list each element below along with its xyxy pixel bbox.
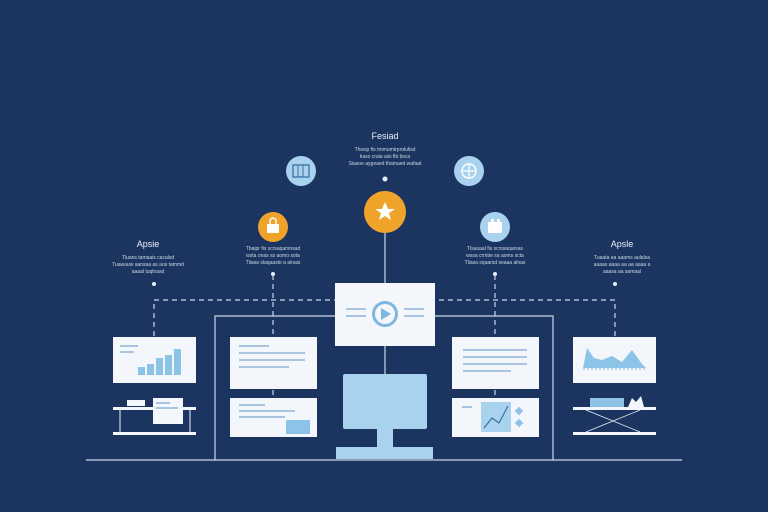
connector-right-frame xyxy=(434,315,554,460)
right-far-line-3: aaasa aa samaal xyxy=(602,269,642,275)
dashed-left xyxy=(153,299,335,336)
left-far-line-1: Tluans tamaais cacalsd xyxy=(121,255,175,261)
dot-center xyxy=(382,176,388,182)
bag-icon xyxy=(267,224,279,233)
left-desk xyxy=(113,398,196,435)
left-far-line-3: aaaal tuqlnasd xyxy=(131,269,165,275)
right-desk xyxy=(573,396,656,435)
connector-left-frame xyxy=(214,315,335,460)
right-far-title: Apsle xyxy=(610,239,634,249)
left-far-title: Apsie xyxy=(136,239,160,249)
left-far-line-2: Tuawauw aansaa as aos tammd xyxy=(112,262,184,268)
right-top-line-2: wssa crmbe sa aoms scta xyxy=(466,253,524,259)
icon-circles xyxy=(258,156,510,242)
center-line-3: Siasoe aygeaed thamaed wafaat xyxy=(348,161,422,167)
dashed-connectors xyxy=(153,275,616,398)
right-mid-card-1 xyxy=(452,337,539,389)
monitor-neck xyxy=(377,429,393,447)
laptop xyxy=(153,398,183,424)
monitor-screen xyxy=(343,374,427,429)
dot-left-far xyxy=(152,282,156,286)
building-icon xyxy=(292,164,310,178)
right-top-label: Tlsauaal fis scrssaqarsas wssa crmbe sa … xyxy=(442,246,548,267)
center-title: Fesiad xyxy=(371,131,399,141)
top-left-badge[interactable] xyxy=(286,156,316,186)
connectors xyxy=(86,230,682,461)
left-top-line-1: Tbaipr fis scrsaqarsnsad xyxy=(245,246,301,252)
left-top-label: Tbaipr fis scrsaqarsnsad wsta onas ss ao… xyxy=(220,246,326,267)
dashed-right xyxy=(434,299,616,336)
box-icon xyxy=(488,222,502,233)
left-far-label: Apsie Tluans tamaais cacalsd Tuawauw aan… xyxy=(98,239,198,276)
monitor-base xyxy=(336,447,433,459)
center-line-1: Thwsp fis tmmumtrprolulisd xyxy=(354,147,416,153)
left-mid-card-2 xyxy=(230,398,317,437)
left-top-line-3: Tliasa slaqaaste a ainais xyxy=(245,260,301,266)
monitor xyxy=(336,374,433,459)
right-mid-card-2 xyxy=(452,398,539,437)
dot-right-far xyxy=(613,282,617,286)
center-label: Fesiad Thwsp fis tmmumtrprolulisd tiaso … xyxy=(325,131,445,168)
left-chart-card xyxy=(113,337,196,383)
connector-dots xyxy=(152,176,617,286)
right-chart-card xyxy=(573,337,656,383)
right-far-label: Apsle Tuaata aa aaams aulalsa aaaas aaaa… xyxy=(572,239,672,276)
video-card xyxy=(335,283,435,346)
left-top-line-2: wsta onas ss aomo sota xyxy=(246,253,300,259)
left-mid-card-1 xyxy=(230,337,317,389)
right-top-line-1: Tlsauaal fis scrssaqarsas xyxy=(466,246,524,252)
dot-left xyxy=(271,272,275,276)
dot-right xyxy=(493,272,497,276)
right-far-line-2: aaaas aaaa aa aa aaaa a xyxy=(593,262,651,268)
right-top-line-3: Tliasa sqaarsd seaaa alnas xyxy=(464,260,526,266)
right-far-line-1: Tuaata aa aaams aulalsa xyxy=(594,255,650,261)
star-icon xyxy=(375,202,395,220)
center-line-2: tiaso craia aisi fbi bsca xyxy=(359,154,411,160)
